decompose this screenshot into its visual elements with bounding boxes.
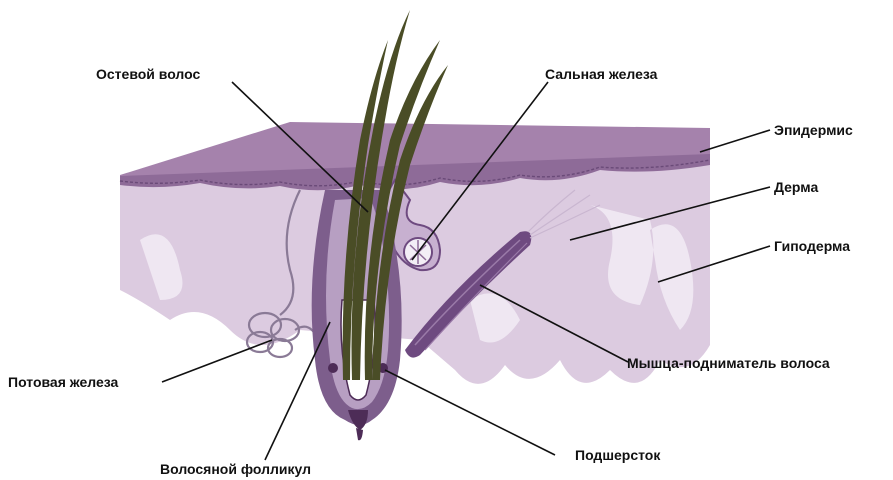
label-epidermis: Эпидермис (774, 122, 853, 138)
label-hypodermis: Гиподерма (774, 238, 850, 254)
label-guard-hair: Остевой волос (96, 66, 200, 82)
leader-epidermis (700, 130, 770, 152)
leader-undercoat (385, 370, 555, 455)
label-sebaceous-gland: Сальная железа (545, 66, 658, 82)
label-hair-follicle: Волосяной фолликул (160, 461, 311, 477)
leader-sweat-gland (162, 340, 272, 382)
label-arrector-pili: Мышца-подниматель волоса (627, 355, 830, 371)
label-sweat-gland: Потовая железа (8, 374, 119, 390)
label-undercoat: Подшерсток (575, 447, 661, 463)
label-dermis: Дерма (774, 179, 818, 195)
